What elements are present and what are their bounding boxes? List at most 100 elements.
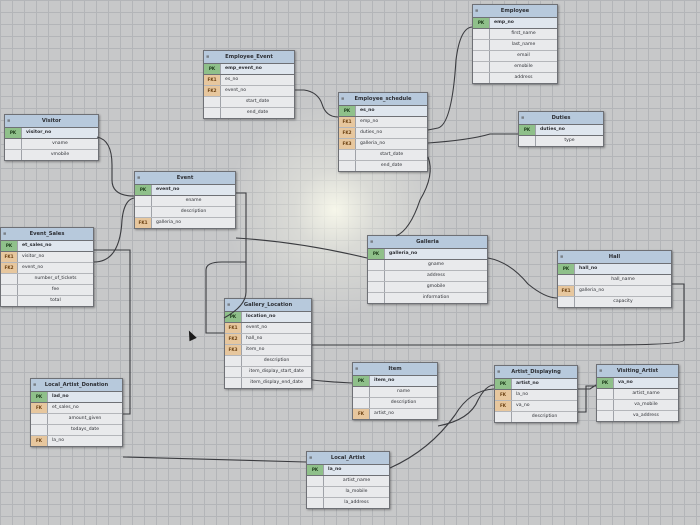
attribute-row[interactable]: capacity bbox=[558, 297, 671, 307]
attribute-row[interactable]: description bbox=[225, 356, 311, 367]
attribute-row[interactable]: name bbox=[353, 387, 437, 398]
entity-title[interactable]: ≡Visitor bbox=[5, 115, 98, 128]
attribute-row[interactable]: type bbox=[519, 136, 603, 146]
attribute-row[interactable]: la_mobile bbox=[307, 487, 389, 498]
collapse-icon[interactable]: ≡ bbox=[475, 8, 479, 13]
attribute-row[interactable]: hall_name bbox=[558, 275, 671, 286]
attribute-row[interactable]: item_display_end_date bbox=[225, 378, 311, 388]
collapse-icon[interactable]: ≡ bbox=[560, 254, 564, 259]
collapse-icon[interactable]: ≡ bbox=[137, 175, 141, 180]
attribute-row[interactable]: start_date bbox=[204, 97, 294, 108]
attribute-row[interactable]: end_date bbox=[204, 108, 294, 118]
entity-title[interactable]: ≡Event_Sales bbox=[1, 228, 93, 241]
collapse-icon[interactable]: ≡ bbox=[370, 239, 374, 244]
attribute-row[interactable]: la_address bbox=[307, 498, 389, 508]
collapse-icon[interactable]: ≡ bbox=[7, 118, 11, 123]
attribute-row[interactable]: total bbox=[1, 296, 93, 306]
entity-title[interactable]: ≡Item bbox=[353, 363, 437, 376]
attribute-row[interactable]: description bbox=[495, 412, 577, 422]
attribute-row[interactable]: artist_name bbox=[307, 476, 389, 487]
entity-title[interactable]: ≡Hall bbox=[558, 251, 671, 264]
attribute-row[interactable]: first_name bbox=[473, 29, 557, 40]
attribute-row[interactable]: start_date bbox=[339, 150, 427, 161]
attribute-row[interactable]: information bbox=[368, 293, 487, 303]
collapse-icon[interactable]: ≡ bbox=[341, 96, 345, 101]
attribute-row[interactable]: va_address bbox=[597, 411, 678, 421]
entity-title[interactable]: ≡Local_Artist_Donation bbox=[31, 379, 122, 392]
attribute-row[interactable]: last_name bbox=[473, 40, 557, 51]
attribute-row[interactable]: end_date bbox=[339, 161, 427, 171]
collapse-icon[interactable]: ≡ bbox=[206, 54, 210, 59]
attribute-row[interactable]: number_of_tickets bbox=[1, 274, 93, 285]
entity-title[interactable]: ≡Visiting_Artist bbox=[597, 365, 678, 378]
attribute-row[interactable]: todays_date bbox=[31, 425, 122, 436]
attribute-row[interactable]: gmobile bbox=[368, 282, 487, 293]
entity-title[interactable]: ≡Galleria bbox=[368, 236, 487, 249]
attribute-row[interactable]: vname bbox=[5, 139, 98, 150]
collapse-icon[interactable]: ≡ bbox=[355, 366, 359, 371]
collapse-icon[interactable]: ≡ bbox=[227, 302, 231, 307]
entity-title[interactable]: ≡Duties bbox=[519, 112, 603, 125]
attribute-row[interactable]: email bbox=[473, 51, 557, 62]
entity-title[interactable]: ≡Employee bbox=[473, 5, 557, 18]
entity-title[interactable]: ≡Local_Artist bbox=[307, 452, 389, 465]
collapse-icon[interactable]: ≡ bbox=[497, 369, 501, 374]
entity-title[interactable]: ≡Artist_Displaying bbox=[495, 366, 577, 379]
attribute-row[interactable]: artist_name bbox=[597, 389, 678, 400]
collapse-icon[interactable]: ≡ bbox=[33, 382, 37, 387]
attribute-row[interactable]: fee bbox=[1, 285, 93, 296]
attribute-row[interactable]: amount_given bbox=[31, 414, 122, 425]
attribute-row[interactable]: address bbox=[473, 73, 557, 83]
entity-title[interactable]: ≡Employee_schedule bbox=[339, 93, 427, 106]
attribute-row[interactable]: ename bbox=[135, 196, 235, 207]
collapse-icon[interactable]: ≡ bbox=[3, 231, 7, 236]
attribute-row[interactable]: description bbox=[353, 398, 437, 409]
collapse-icon[interactable]: ≡ bbox=[309, 455, 313, 460]
entity-title[interactable]: ≡Employee_Event bbox=[204, 51, 294, 64]
attribute-row[interactable]: vmobile bbox=[5, 150, 98, 160]
attribute-row[interactable]: item_display_start_date bbox=[225, 367, 311, 378]
entity-title[interactable]: ≡Gallery_Location bbox=[225, 299, 311, 312]
collapse-icon[interactable]: ≡ bbox=[599, 368, 603, 373]
collapse-icon[interactable]: ≡ bbox=[521, 115, 525, 120]
